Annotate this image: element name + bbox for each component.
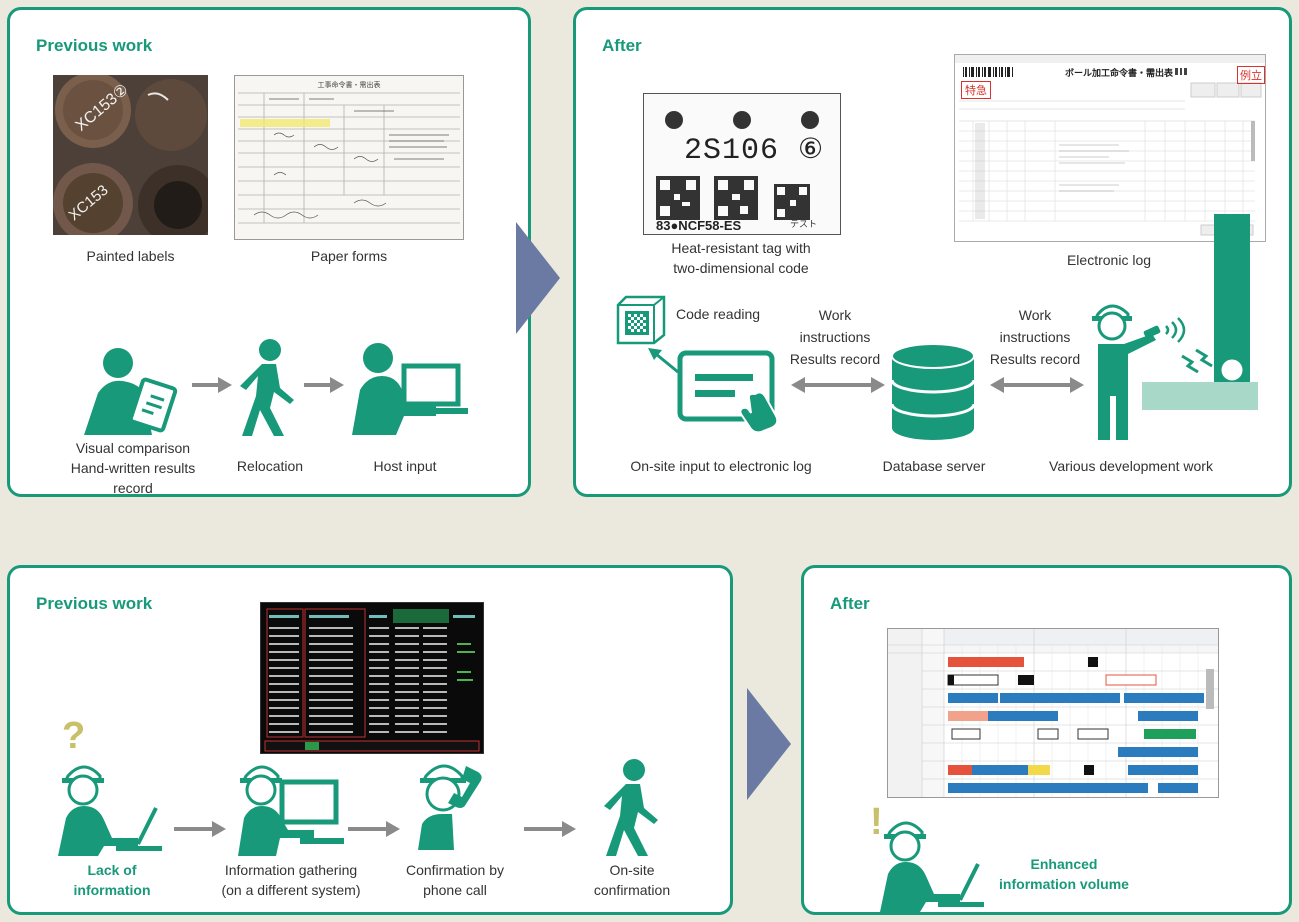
step-label-line: phone call xyxy=(423,882,487,898)
code-reading-label: Code reading xyxy=(676,306,761,322)
step-lack-of-information: Lack of information xyxy=(52,860,172,900)
transition-chevron xyxy=(516,222,560,334)
schedule-gantt-screenshot xyxy=(887,628,1219,798)
worker-phone-icon xyxy=(414,758,490,850)
label-line: information volume xyxy=(999,876,1129,892)
panel-title: Previous work xyxy=(36,36,153,55)
step-label-line: Confirmation by xyxy=(405,862,505,878)
confused-worker-laptop-icon xyxy=(54,760,166,856)
tablet-touch-icon xyxy=(677,350,789,432)
panel-previous-work-bottom: Previous work xyxy=(7,565,733,915)
tablet-label: On-site input to electronic log xyxy=(630,458,812,474)
tag-code-text: 2S106 xyxy=(684,134,780,168)
worker-laptop-icon xyxy=(876,816,988,912)
diagonal-arrow xyxy=(646,346,682,376)
svg-text:工事命令書・需出表: 工事命令書・需出表 xyxy=(318,80,381,89)
worker-label: Various development work xyxy=(1049,458,1213,474)
database-icon xyxy=(890,342,976,442)
database-label: Database server xyxy=(882,458,986,474)
computer-user-icon xyxy=(350,340,470,435)
caption-line: two-dimensional code xyxy=(673,260,809,276)
bidirectional-arrow xyxy=(990,377,1084,393)
elog-badge-left: 特急 xyxy=(961,81,991,99)
caption-line: Heat-resistant tag with xyxy=(671,240,811,256)
question-mark: ? xyxy=(62,715,86,757)
step-label-line: Information gathering xyxy=(224,862,358,878)
transition-chevron xyxy=(747,688,791,800)
paper-forms-caption: Paper forms xyxy=(310,248,388,264)
walking-person-icon xyxy=(236,338,300,438)
caption-line: Work xyxy=(818,307,852,323)
caption-line: instructions xyxy=(799,329,871,345)
heat-resistant-tag-image: 2S106 ⑥ テスト 83●NCF58-ES xyxy=(643,93,841,235)
right-arrow-caption: Work instructions Results record xyxy=(980,304,1090,370)
exclamation-mark: ! xyxy=(870,801,883,843)
electronic-log-screenshot: ボール加工命令書・需出表 特急 例立 xyxy=(954,54,1266,242)
flow-arrow xyxy=(524,821,576,837)
tag-qr-note: テスト xyxy=(790,220,818,230)
flow-arrow xyxy=(192,377,232,393)
panel-title: Previous work xyxy=(36,594,153,613)
tag-caption: Heat-resistant tag with two-dimensional … xyxy=(643,238,839,278)
enhanced-information-label: Enhanced information volume xyxy=(984,854,1144,894)
worker-clipboard-icon xyxy=(76,345,186,435)
panel-title: After xyxy=(602,36,642,55)
electronic-log-caption: Electronic log xyxy=(1066,252,1152,268)
step-label-line: information xyxy=(73,882,151,898)
bidirectional-arrow xyxy=(791,377,885,393)
caption-line: Results record xyxy=(789,351,881,367)
panel-previous-work-top: Previous work XC153② XC153 Painted label… xyxy=(7,7,531,497)
step-onsite-confirmation: On-site confirmation xyxy=(577,860,687,900)
panel-title: After xyxy=(830,594,870,613)
step-information-gathering: Information gathering (on a different sy… xyxy=(206,860,376,900)
flow-arrow xyxy=(348,821,400,837)
step-label-line: (on a different system) xyxy=(221,882,361,898)
caption-line: Work xyxy=(1018,307,1052,323)
step-label-line: On-site xyxy=(609,862,655,878)
step-label-line: Lack of xyxy=(87,862,137,878)
painted-labels-caption: Painted labels xyxy=(86,248,175,264)
caption-line: Results record xyxy=(989,351,1081,367)
panel-after-top: After 2S106 ⑥ テスト 83●NCF58-ES Heat-resis… xyxy=(573,7,1292,497)
elog-window-title: ボール加工命令書・需出表 xyxy=(1065,69,1174,79)
label-line: Enhanced xyxy=(1030,856,1098,872)
step-confirmation-phone: Confirmation by phone call xyxy=(390,860,520,900)
panel-after-bottom: After xyxy=(801,565,1292,915)
step-label-line: Visual comparison xyxy=(75,440,191,456)
walking-person-icon xyxy=(600,758,664,858)
flow-arrow xyxy=(174,821,226,837)
step-visual-comparison: Visual comparison Hand-written results r… xyxy=(48,438,218,498)
step-label-line: Hand-written results xyxy=(70,460,196,476)
flow-arrow xyxy=(304,377,344,393)
step-host-input: Host input xyxy=(373,458,437,474)
step-label-line: confirmation xyxy=(593,882,671,898)
paper-form-image: 工事命令書・需出表 xyxy=(234,75,464,240)
caption-line: instructions xyxy=(999,329,1071,345)
legacy-terminal-screenshot xyxy=(260,602,484,754)
tag-code: 2S106 ⑥ xyxy=(684,132,824,168)
painted-labels-photo: XC153② XC153 xyxy=(53,75,208,235)
step-label-line: record xyxy=(113,480,153,496)
step-relocation: Relocation xyxy=(236,458,304,474)
code-reader-icon xyxy=(616,295,668,345)
machine-icon xyxy=(1138,210,1262,414)
tag-serial: 83●NCF58-ES xyxy=(656,218,742,233)
elog-badge-right: 例立 xyxy=(1237,66,1265,84)
worker-scanner-icon xyxy=(1086,300,1196,440)
worker-monitor-icon xyxy=(236,760,346,856)
tag-circled-number: ⑥ xyxy=(798,132,825,165)
left-arrow-caption: Work instructions Results record xyxy=(780,304,890,370)
